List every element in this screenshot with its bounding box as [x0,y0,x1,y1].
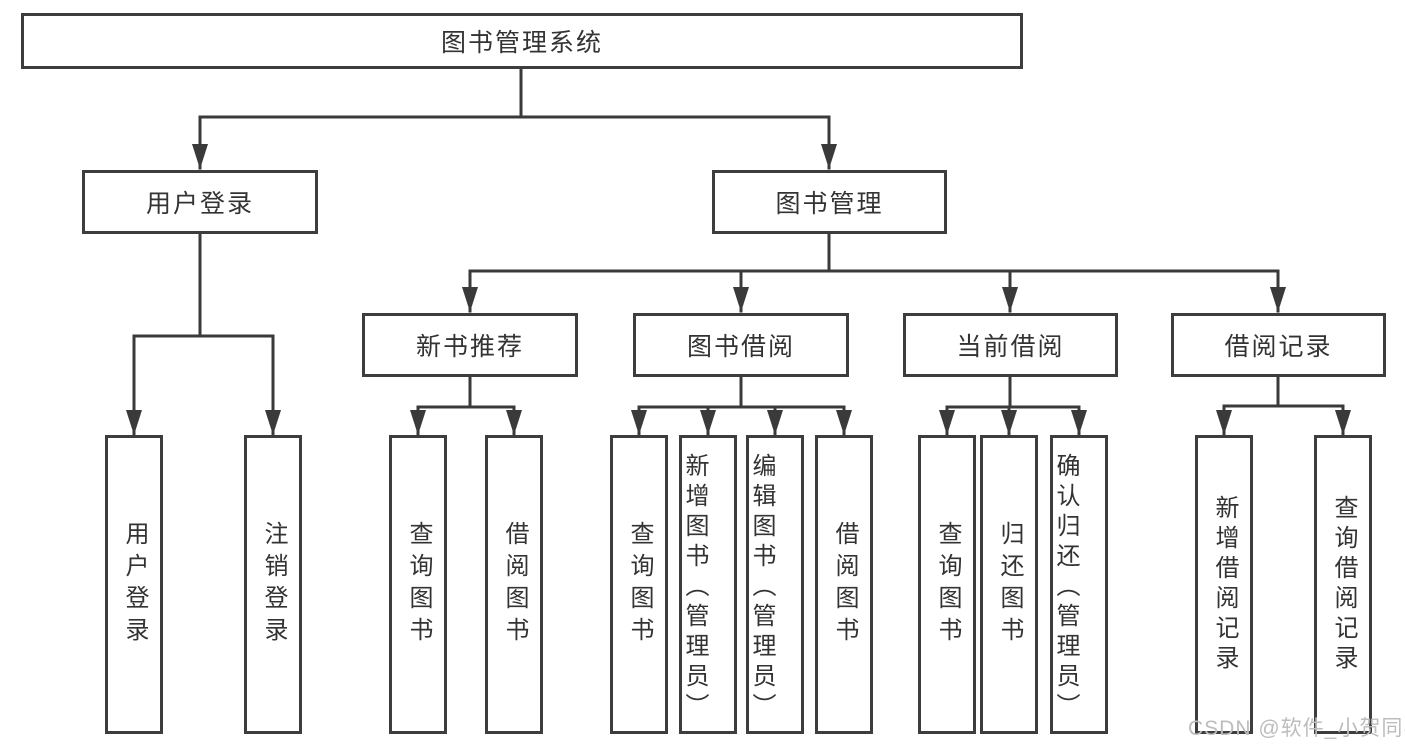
leaf-return-books: 归还图书 [980,435,1038,734]
leaf-query-books-borrow: 查询图书 [610,435,668,734]
leaf-user-login: 用户登录 [105,435,163,734]
leaf-add-book-admin: 新增图书（管理员） [679,435,737,734]
leaf-confirm-return-admin-label: 确认归还（管理员） [1052,452,1079,723]
node-current-borrow-label: 当前借阅 [956,333,1065,361]
leaf-query-books-recommend-label: 查询图书 [405,520,432,649]
leaf-user-login-label: 用户登录 [121,520,148,649]
node-new-book-recommend: 新书推荐 [362,313,578,377]
node-new-book-recommend-label: 新书推荐 [415,333,524,361]
leaf-logout: 注销登录 [244,435,302,734]
leaf-edit-book-admin-label: 编辑图书（管理员） [748,452,775,723]
node-root-label: 图书管理系统 [440,29,603,57]
node-book-management-label: 图书管理 [775,190,884,218]
node-book-borrow-label: 图书借阅 [686,333,795,361]
leaf-borrow-books-recommend: 借阅图书 [485,435,543,734]
node-borrow-records-label: 借阅记录 [1224,333,1333,361]
leaf-borrow-books-label: 借阅图书 [831,520,858,649]
leaf-add-book-admin-label: 新增图书（管理员） [681,452,708,723]
leaf-borrow-books-recommend-label: 借阅图书 [501,520,528,649]
leaf-query-books-recommend: 查询图书 [389,435,447,734]
node-book-management: 图书管理 [712,170,947,234]
leaf-add-borrow-record-label: 新增借阅记录 [1211,494,1238,675]
node-user-login: 用户登录 [82,170,318,234]
leaf-edit-book-admin: 编辑图书（管理员） [746,435,804,734]
node-root-system: 图书管理系统 [21,13,1023,69]
node-book-borrow: 图书借阅 [633,313,849,377]
leaf-confirm-return-admin: 确认归还（管理员） [1050,435,1108,734]
node-user-login-label: 用户登录 [145,190,254,218]
node-current-borrow: 当前借阅 [903,313,1118,377]
leaf-query-books-current-label: 查询图书 [934,520,961,649]
leaf-return-books-label: 归还图书 [996,520,1023,649]
leaf-query-borrow-record-label: 查询借阅记录 [1330,494,1357,675]
leaf-query-borrow-record: 查询借阅记录 [1314,435,1372,734]
leaf-borrow-books: 借阅图书 [815,435,873,734]
node-borrow-records: 借阅记录 [1171,313,1386,377]
leaf-add-borrow-record: 新增借阅记录 [1195,435,1253,734]
csdn-watermark: CSDN @软件_小贺同学 [1188,717,1405,740]
leaf-query-books-borrow-label: 查询图书 [626,520,653,649]
leaf-query-books-current: 查询图书 [918,435,976,734]
leaf-logout-label: 注销登录 [260,520,287,649]
